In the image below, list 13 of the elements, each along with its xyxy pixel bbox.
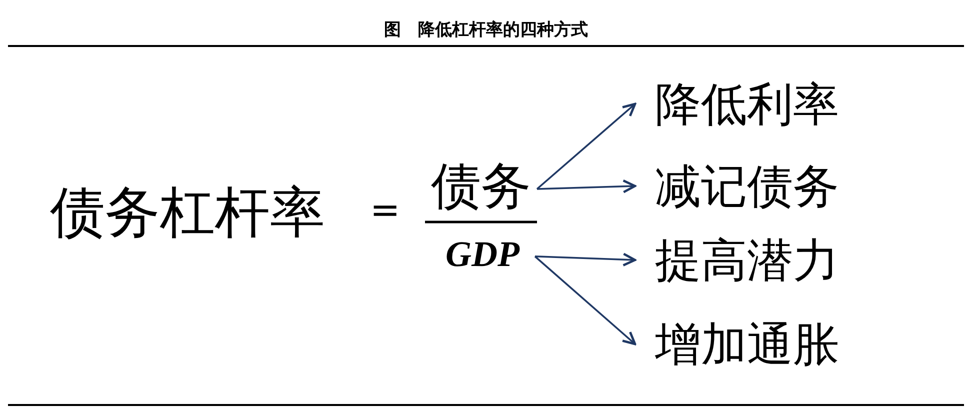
denominator: GDP	[430, 230, 535, 278]
arrow	[536, 102, 636, 190]
figure-title: 图 降低杠杆率的四种方式	[383, 19, 589, 42]
arrow	[534, 252, 636, 266]
numerator: 债务	[425, 156, 537, 216]
formula-term: 债务杠杆率	[50, 185, 325, 240]
method-text: 减记债务	[635, 158, 865, 214]
method-text: 提高潜力	[635, 232, 865, 288]
equals-sign: =	[370, 193, 400, 229]
method-text: 降低利率	[635, 76, 865, 132]
arrow	[534, 256, 636, 346]
method-text: 增加通胀	[635, 316, 865, 372]
arrow	[536, 179, 636, 194]
